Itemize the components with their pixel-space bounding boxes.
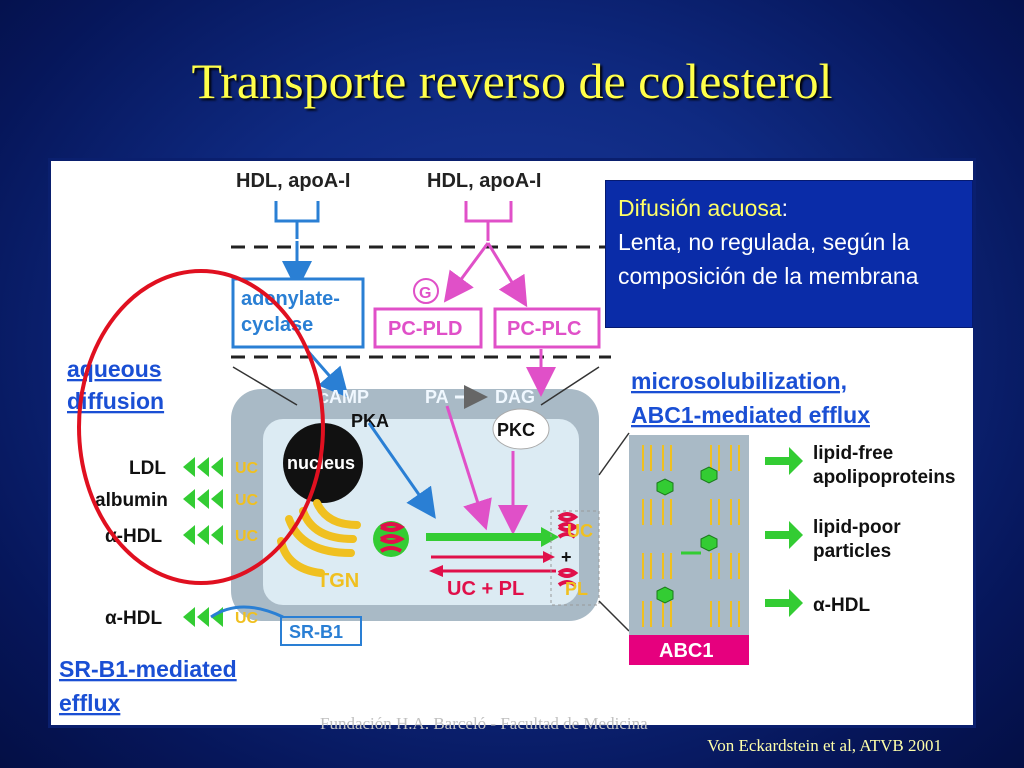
uc-label-3: UC <box>235 528 259 545</box>
ligand-label-right: HDL, apoA-I <box>427 170 541 192</box>
zoom-line-left <box>232 366 298 406</box>
receptor-blue <box>274 201 320 239</box>
membrane-phospholipids <box>642 445 740 627</box>
cholesterol-hexagons <box>656 466 718 604</box>
sr-b1-label: SR-B1 <box>289 622 343 642</box>
pl-site-label: PL <box>565 579 588 599</box>
zoom-line-upper <box>598 432 630 476</box>
abc1-output-arrows <box>765 447 803 617</box>
pc-pld-box <box>373 307 483 349</box>
ldl-label: LDL <box>129 458 166 479</box>
arrow-to-camp <box>304 348 349 399</box>
receptor-magenta <box>464 201 513 241</box>
footer-institution: Fundación H.A. Barceló - Facultad de Med… <box>320 714 648 733</box>
annotation-circle <box>77 269 325 585</box>
abc1-box <box>629 635 749 665</box>
arrow-to-plc <box>486 242 528 308</box>
arrow-to-pld <box>443 242 490 303</box>
spanish-callout-box: Difusión acuosa: Lenta, no regulada, seg… <box>605 180 973 328</box>
g-protein-circle <box>413 278 439 304</box>
nucleus <box>283 423 363 503</box>
albumin-label: albumin <box>95 490 168 511</box>
uc-pl-label: UC + PL <box>447 578 524 600</box>
g-protein-label: G <box>419 285 431 302</box>
callout-body: Lenta, no regulada, según la composición… <box>618 229 919 289</box>
slide-title: Transporte reverso de colesterol <box>191 53 833 109</box>
citation: Von Eckardstein et al, ATVB 2001 <box>707 736 942 755</box>
microsolubilization-label: microsolubilization,ABC1-mediated efflux <box>631 368 870 428</box>
zoom-line-right <box>540 366 600 406</box>
uc-label-1: UC <box>235 460 259 477</box>
efflux-diagram: HDL, apoA-I HDL, apoA-I adenylate-cyclas… <box>59 170 956 716</box>
pkc-label: PKC <box>497 420 535 440</box>
pka-arrow <box>367 422 436 519</box>
pc-pld-label: PC-PLD <box>388 318 462 340</box>
alpha-hdl-label-2: α-HDL <box>105 608 162 629</box>
abc1-membrane-zoom <box>629 435 749 635</box>
plus-label: + <box>561 547 572 567</box>
dag-label: DAG <box>495 387 535 407</box>
abc1-label: ABC1 <box>659 640 713 662</box>
zoom-line-lower <box>598 600 630 632</box>
tgn-label: TGN <box>317 570 359 592</box>
vesicle-lipids <box>379 522 405 553</box>
callout-heading: Difusión acuosa <box>618 195 782 221</box>
membrane-lipids <box>557 512 579 587</box>
efflux-site-box <box>550 510 600 606</box>
uc-label-4: UC <box>235 610 259 627</box>
pkc-bubble <box>492 408 550 450</box>
pka-label: PKA <box>351 411 389 431</box>
camp-label: cAMP <box>319 387 369 407</box>
pa-arrow <box>445 405 492 531</box>
sr-b1-receptor <box>210 605 284 619</box>
uc-site-label: UC <box>567 521 593 541</box>
pa-label: PA <box>425 387 449 407</box>
aqueous-arrows <box>183 457 223 627</box>
sr-b1-box <box>280 616 362 646</box>
pc-plc-label: PC-PLC <box>507 318 581 340</box>
ligand-label-left: HDL, apoA-I <box>236 170 350 192</box>
alpha-hdl-label-3: α-HDL <box>813 595 870 616</box>
green-efflux-head <box>541 527 559 547</box>
pc-plc-box <box>493 307 601 349</box>
uc-label-2: UC <box>235 492 259 509</box>
callout-colon: : <box>781 195 789 221</box>
vesicle <box>373 521 409 557</box>
